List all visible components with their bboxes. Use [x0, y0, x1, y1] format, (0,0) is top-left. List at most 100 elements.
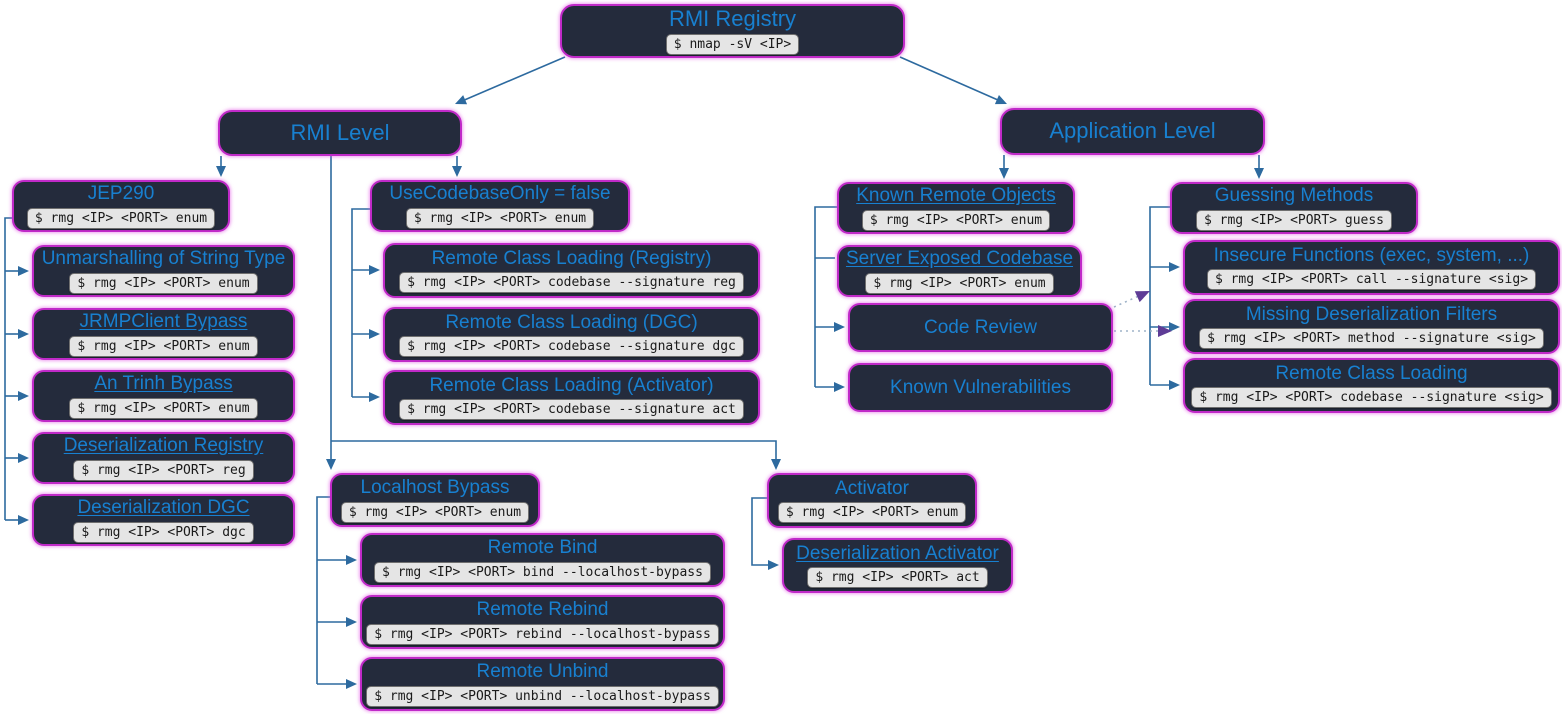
node-title: Remote Bind — [487, 537, 598, 559]
node-title[interactable]: Known Remote Objects — [856, 185, 1056, 207]
node-title: Activator — [835, 477, 909, 499]
arrowhead-rmi-registry->rmi-level — [455, 95, 468, 105]
node-localhost-bypass: Localhost Bypass$ rmg <IP> <PORT> enum — [330, 473, 540, 527]
node-title: RMI Level — [290, 119, 390, 145]
arrowhead-jep290->an-trinh-bypass — [18, 391, 29, 401]
node-command: $ rmg <IP> <PORT> enum — [777, 502, 967, 524]
edge-rmi-registry->application-level — [899, 56, 1000, 102]
edge-rmi-registry->rmi-level — [462, 56, 566, 102]
node-an-trinh-bypass: An Trinh Bypass$ rmg <IP> <PORT> enum — [32, 370, 295, 422]
node-title: Unmarshalling of String Type — [41, 248, 286, 270]
node-remote-bind: Remote Bind$ rmg <IP> <PORT> bind --loca… — [360, 533, 725, 587]
node-command: $ rmg <IP> <PORT> guess — [1195, 209, 1392, 231]
node-title: Remote Class Loading — [1275, 362, 1468, 384]
arrowhead-usecodebaseonly-false->rcl-registry — [369, 265, 380, 275]
node-remote-class-loading: Remote Class Loading $ rmg <IP> <PORT> co… — [1183, 358, 1560, 413]
node-missing-deserialization-filters: Missing Deserialization Filters $ rmg <IP… — [1183, 299, 1560, 354]
node-title[interactable]: JRMPClient Bypass — [79, 311, 248, 333]
arrowhead-activator->deserialization-activator — [768, 560, 779, 570]
node-deserialization-registry: Deserialization Registry$ rmg <IP> <PORT… — [32, 432, 295, 484]
node-command: $ rmg <IP> <PORT> method --signature <si… — [1199, 328, 1544, 350]
arrowhead-localhost-bypass->remote-rebind — [346, 617, 357, 627]
node-command: $ rmg <IP> <PORT> rebind --localhost-byp… — [366, 623, 719, 645]
node-jep290: JEP290$ rmg <IP> <PORT> enum — [12, 180, 230, 232]
node-command: $ rmg <IP> <PORT> reg — [73, 459, 254, 481]
node-title: Guessing Methods — [1214, 185, 1374, 207]
node-command: $ rmg <IP> <PORT> codebase --signature d… — [399, 336, 744, 358]
node-title: Remote Rebind — [476, 599, 609, 621]
node-rcl-dgc: Remote Class Loading (DGC)$ rmg <IP> <PO… — [383, 307, 760, 362]
node-title: Known Vulnerabilities — [890, 376, 1071, 398]
node-title: Code Review — [924, 316, 1037, 338]
node-guessing-methods: Guessing Methods$ rmg <IP> <PORT> guess — [1170, 182, 1418, 234]
node-application-level: Application Level — [1000, 108, 1265, 155]
arrowhead-rmi-level->jep290 — [216, 166, 226, 177]
node-title: UseCodebaseOnly = false — [389, 183, 611, 205]
node-rmi-level: RMI Level — [218, 110, 462, 156]
node-rcl-activator: Remote Class Loading (Activator)$ rmg <I… — [383, 370, 760, 425]
node-command: $ rmg <IP> <PORT> enum — [340, 501, 530, 523]
node-title: Remote Unbind — [476, 661, 609, 683]
node-rcl-registry: Remote Class Loading (Registry) $ rmg <IP… — [383, 243, 760, 298]
node-command: $ rmg <IP> <PORT> call --signature <sig> — [1206, 269, 1537, 291]
arrowhead-usecodebaseonly-false->rcl-activator — [369, 392, 380, 402]
node-title: RMI Registry — [668, 5, 797, 31]
arrowhead-usecodebaseonly-false->rcl-dgc — [369, 329, 380, 339]
node-title: Localhost Bypass — [360, 477, 510, 499]
node-title[interactable]: Deserialization Registry — [63, 435, 264, 457]
arrowhead-guessing-methods->missing-deserialization-filters — [1169, 322, 1180, 332]
node-title: Missing Deserialization Filters — [1245, 303, 1498, 325]
node-known-vulnerabilities: Known Vulnerabilities — [848, 363, 1113, 412]
node-command: $ nmap -sV <IP> — [665, 34, 800, 56]
arrowhead-jep290->deserialization-registry — [18, 453, 29, 463]
edge-localhost-bypass-branch-spine — [316, 496, 330, 684]
node-command: $ rmg <IP> <PORT> unbind --localhost-byp… — [366, 685, 719, 707]
arrowhead-application-level->guessing-methods — [1254, 168, 1264, 179]
arrowhead-jep290->unmarshalling-string-type — [18, 266, 29, 276]
node-deserialization-activator: Deserialization Activator $ rmg <IP> <POR… — [782, 538, 1013, 593]
arrowhead-localhost-bypass->remote-bind — [346, 555, 357, 565]
node-remote-unbind: Remote Unbind$ rmg <IP> <PORT> unbind --… — [360, 657, 725, 711]
arrowhead-localhost-bypass->remote-unbind — [346, 679, 357, 689]
node-title[interactable]: Deserialization Activator — [796, 542, 999, 564]
node-title[interactable]: An Trinh Bypass — [94, 373, 233, 395]
arrowhead-code-review->missing-deserialization-filters — [1158, 325, 1172, 337]
node-command: $ rmg <IP> <PORT> act — [807, 567, 988, 589]
edge-guessing-methods-branch-spine — [1149, 206, 1170, 385]
arrowhead-jep290->deserialization-dgc — [18, 515, 29, 525]
edge-usecodebaseonly-branch-spine — [351, 208, 370, 397]
node-command: $ rmg <IP> <PORT> dgc — [73, 521, 254, 543]
node-command: $ rmg <IP> <PORT> enum — [69, 272, 258, 294]
node-command: $ rmg <IP> <PORT> enum — [26, 207, 216, 229]
node-command: $ rmg <IP> <PORT> enum — [861, 209, 1051, 231]
edge-activator->deserialization-activator — [751, 497, 770, 566]
edge-jep290-branch-spine — [4, 217, 12, 520]
arrowhead-guessing-methods->remote-class-loading — [1169, 380, 1180, 390]
node-remote-rebind: Remote Rebind$ rmg <IP> <PORT> rebind --… — [360, 595, 725, 649]
arrowhead-known-remote-objects->known-vulnerabilities — [834, 382, 845, 392]
node-title: Remote Class Loading (Registry) — [431, 247, 712, 269]
node-command: $ rmg <IP> <PORT> codebase --signature <… — [1191, 387, 1552, 409]
arrowhead-known-remote-objects->code-review — [834, 322, 845, 332]
node-usecodebaseonly-false: UseCodebaseOnly = false$ rmg <IP> <PORT>… — [370, 180, 630, 232]
node-activator: Activator $ rmg <IP> <PORT> enum — [767, 473, 977, 528]
node-command: $ rmg <IP> <PORT> enum — [865, 272, 1054, 294]
node-title: JEP290 — [87, 183, 155, 205]
node-insecure-functions: Insecure Functions (exec, system, ...)$ … — [1183, 240, 1560, 295]
arrowhead-rmi-level->usecodebaseonly-false — [452, 166, 462, 177]
edge-rmi-level->activator — [331, 440, 777, 461]
node-title[interactable]: Deserialization DGC — [77, 497, 250, 519]
arrowhead-code-review->insecure-functions — [1134, 291, 1150, 303]
node-title[interactable]: Server Exposed Codebase — [845, 248, 1074, 270]
node-command: $ rmg <IP> <PORT> codebase --signature r… — [399, 272, 744, 294]
arrowhead-rmi-level->localhost-bypass — [326, 459, 336, 470]
arrowhead-rmi-level->activator — [771, 459, 781, 470]
node-title: Application Level — [1049, 118, 1216, 144]
node-command: $ rmg <IP> <PORT> codebase --signature a… — [399, 399, 744, 421]
node-known-remote-objects: Known Remote Objects$ rmg <IP> <PORT> en… — [837, 182, 1075, 234]
node-rmi-registry: RMI Registry $ nmap -sV <IP> — [560, 4, 905, 58]
node-deserialization-dgc: Deserialization DGC$ rmg <IP> <PORT> dgc — [32, 494, 295, 546]
arrowhead-rmi-registry->application-level — [994, 94, 1007, 105]
